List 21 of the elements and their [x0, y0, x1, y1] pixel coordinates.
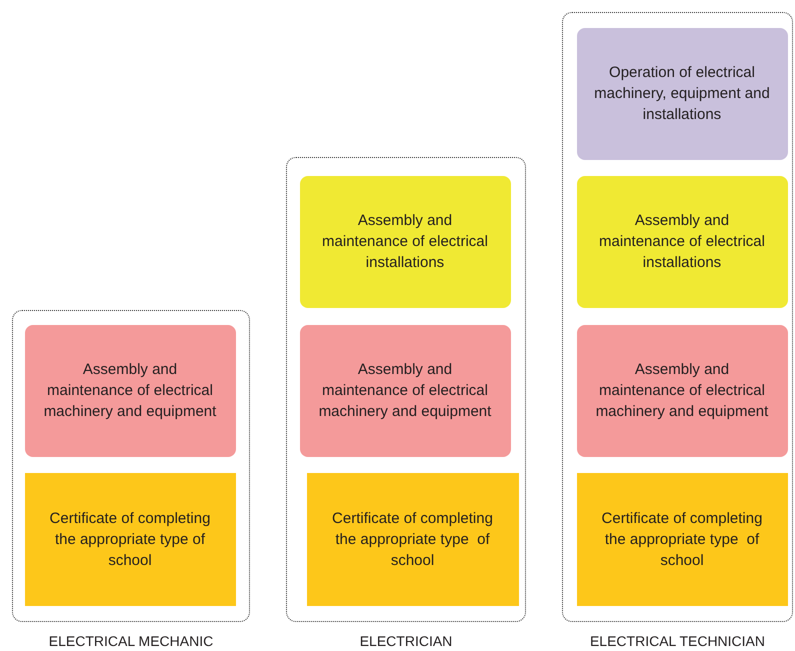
- module-box: [576, 324, 788, 456]
- module-box: [576, 176, 788, 308]
- box-text: Assembly and maintenance of electrical machinery and equipment: [42, 360, 218, 422]
- box-text: Assembly and maintenance of electrical machinery and equipment: [594, 360, 770, 422]
- box-text: Assembly and maintenance of electrical installations: [598, 211, 766, 273]
- module-box: [576, 28, 788, 160]
- box-text: Assembly and maintenance of electrical installations: [321, 211, 489, 273]
- module-box: [300, 176, 510, 308]
- certificate-box: [24, 472, 236, 606]
- group-title: ELECTRICAL MECHANIC: [48, 633, 214, 649]
- group-title: ELECTRICIAN: [358, 633, 454, 649]
- box-text: Certificate of completing the appropriate type of school: [331, 508, 494, 570]
- box-text: Operation of electrical machinery, equipment and installations: [593, 63, 771, 125]
- module-box: [300, 324, 510, 456]
- box-text: Certificate of completing the appropriate type of school: [48, 508, 212, 570]
- box-text: Certificate of completing the appropriate type of school: [600, 508, 764, 570]
- group-title: ELECTRICAL TECHNICIAN: [588, 633, 766, 649]
- module-box: [24, 324, 236, 456]
- certificate-box: [306, 472, 518, 606]
- box-text: Assembly and maintenance of electrical machinery and equipment: [318, 360, 492, 422]
- certificate-box: [576, 472, 788, 606]
